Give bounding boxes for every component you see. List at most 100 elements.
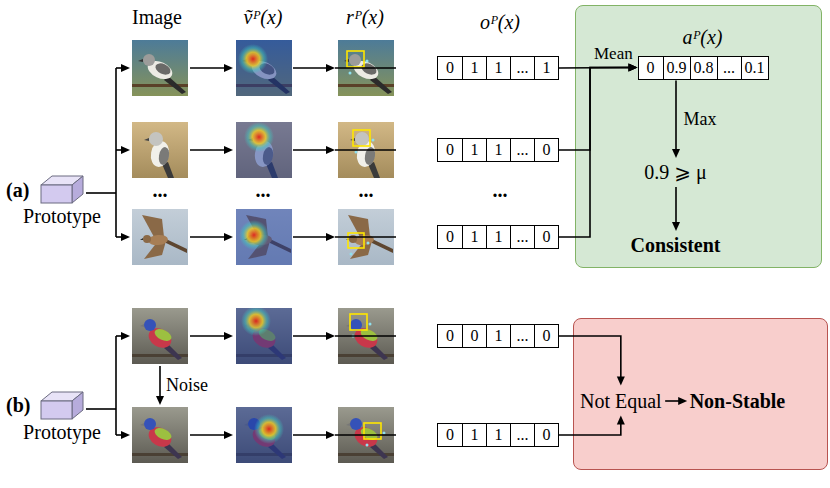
activation-heatmap: [236, 209, 292, 265]
binary-vector: 011...1: [437, 56, 559, 80]
vector-cell: 0: [534, 325, 558, 347]
prototype-cuboid: [40, 174, 84, 204]
vector-cell: 0: [534, 424, 558, 446]
vector-cell: 0: [534, 139, 558, 161]
vector-cell: 1: [462, 57, 486, 79]
arrow-line: [335, 67, 396, 69]
bird-wing: [360, 61, 379, 77]
arrow-head: [224, 146, 233, 154]
bird-beak: [140, 324, 144, 327]
region-box: [364, 423, 381, 439]
arrow-head: [224, 233, 233, 241]
vector-cell: 1: [486, 424, 510, 446]
sample-dot: [369, 323, 372, 326]
activation-heatmap: [236, 40, 292, 96]
vector-cell: 0: [639, 57, 663, 79]
result-panel: Not EqualNon-Stable: [573, 318, 828, 470]
arrow-line: [116, 67, 123, 69]
photo-ground: [236, 407, 292, 463]
heat-overlay: [236, 122, 292, 178]
sample-dot: [366, 60, 369, 63]
vector-cell: 1: [534, 57, 558, 79]
photo: [236, 122, 292, 178]
region-box: [348, 233, 364, 248]
photo-ground: [338, 308, 394, 364]
prototype-region: [338, 407, 394, 463]
edge-label: Mean: [594, 44, 633, 64]
arrow-line: [159, 366, 161, 398]
bird-head: [349, 235, 357, 243]
arrow-head: [326, 146, 335, 154]
node-label: Prototype: [23, 204, 101, 228]
arrow-line: [293, 149, 328, 151]
bird-head: [144, 319, 156, 331]
sample-dot: [366, 444, 369, 447]
node-label: Prototype: [23, 420, 101, 444]
vector-cell: ...: [510, 57, 534, 79]
sample-dot: [372, 139, 375, 142]
arrow-line: [190, 335, 226, 337]
arrow-head: [224, 332, 233, 340]
arrow-line: [115, 68, 117, 237]
arrow-head: [121, 146, 130, 154]
arrow-line: [190, 434, 226, 436]
column-header: Image: [132, 5, 182, 29]
arrow-head: [326, 233, 335, 241]
photo-ground: [236, 122, 292, 178]
arrow-line: [86, 408, 116, 410]
prototype-region: [338, 122, 394, 178]
bird-head: [355, 132, 369, 146]
vector-cell: 0.8: [690, 57, 717, 79]
region-box: [353, 130, 370, 146]
bird-head: [143, 235, 151, 243]
bird-wing: [154, 61, 173, 77]
panel-heading: aᴾ(x): [683, 25, 723, 49]
binary-vector: 011...0: [437, 138, 559, 162]
arrow-line: [86, 192, 116, 194]
panel-text: Consistent: [630, 233, 720, 257]
arrow-line: [190, 149, 226, 151]
photo-ground: [236, 40, 292, 96]
arrow-line: [116, 236, 123, 238]
photo-ground: [132, 40, 188, 96]
panel-text: 0.9 ⩾ μ: [644, 160, 706, 184]
arrow-head: [121, 64, 130, 72]
ellipsis-mark: ...: [493, 178, 508, 202]
vector-cell: 0: [438, 139, 462, 161]
arrow-line: [335, 434, 396, 436]
arrow-head: [326, 332, 335, 340]
photo-ground: [236, 209, 292, 265]
bird-head: [349, 54, 361, 66]
region-box: [350, 314, 367, 330]
bird-wing: [359, 327, 380, 344]
photo-ground: [338, 209, 394, 265]
photo-ground: [338, 407, 394, 463]
photo-ground: [132, 308, 188, 364]
heat-blob: [254, 414, 284, 444]
photo: [132, 40, 188, 96]
prototype-region: [338, 209, 394, 265]
photo: [132, 209, 188, 265]
column-header: oᴾ(x): [480, 10, 520, 34]
bird-photo: [132, 40, 188, 96]
photo: [338, 122, 394, 178]
heat-blob: [238, 44, 268, 74]
cuboid-side: [72, 392, 83, 419]
sample-dot: [350, 253, 353, 256]
sample-dot: [383, 432, 386, 435]
bird-wing: [142, 215, 164, 237]
heat-blob: [244, 122, 274, 152]
vector-cell: 0: [438, 325, 462, 347]
sample-dot: [367, 242, 370, 245]
photo: [236, 40, 292, 96]
vector-cell: ...: [510, 139, 534, 161]
arrow-line: [335, 335, 396, 337]
arrow-line: [293, 434, 328, 436]
arrow-head: [121, 233, 130, 241]
heat-blob: [239, 220, 269, 250]
vector-cell: 1: [486, 226, 510, 248]
bird-tail: [372, 239, 393, 253]
column-header: ṽᴾ(x): [244, 5, 283, 29]
ellipsis-mark: ...: [256, 178, 271, 202]
arrow-line: [116, 149, 123, 151]
